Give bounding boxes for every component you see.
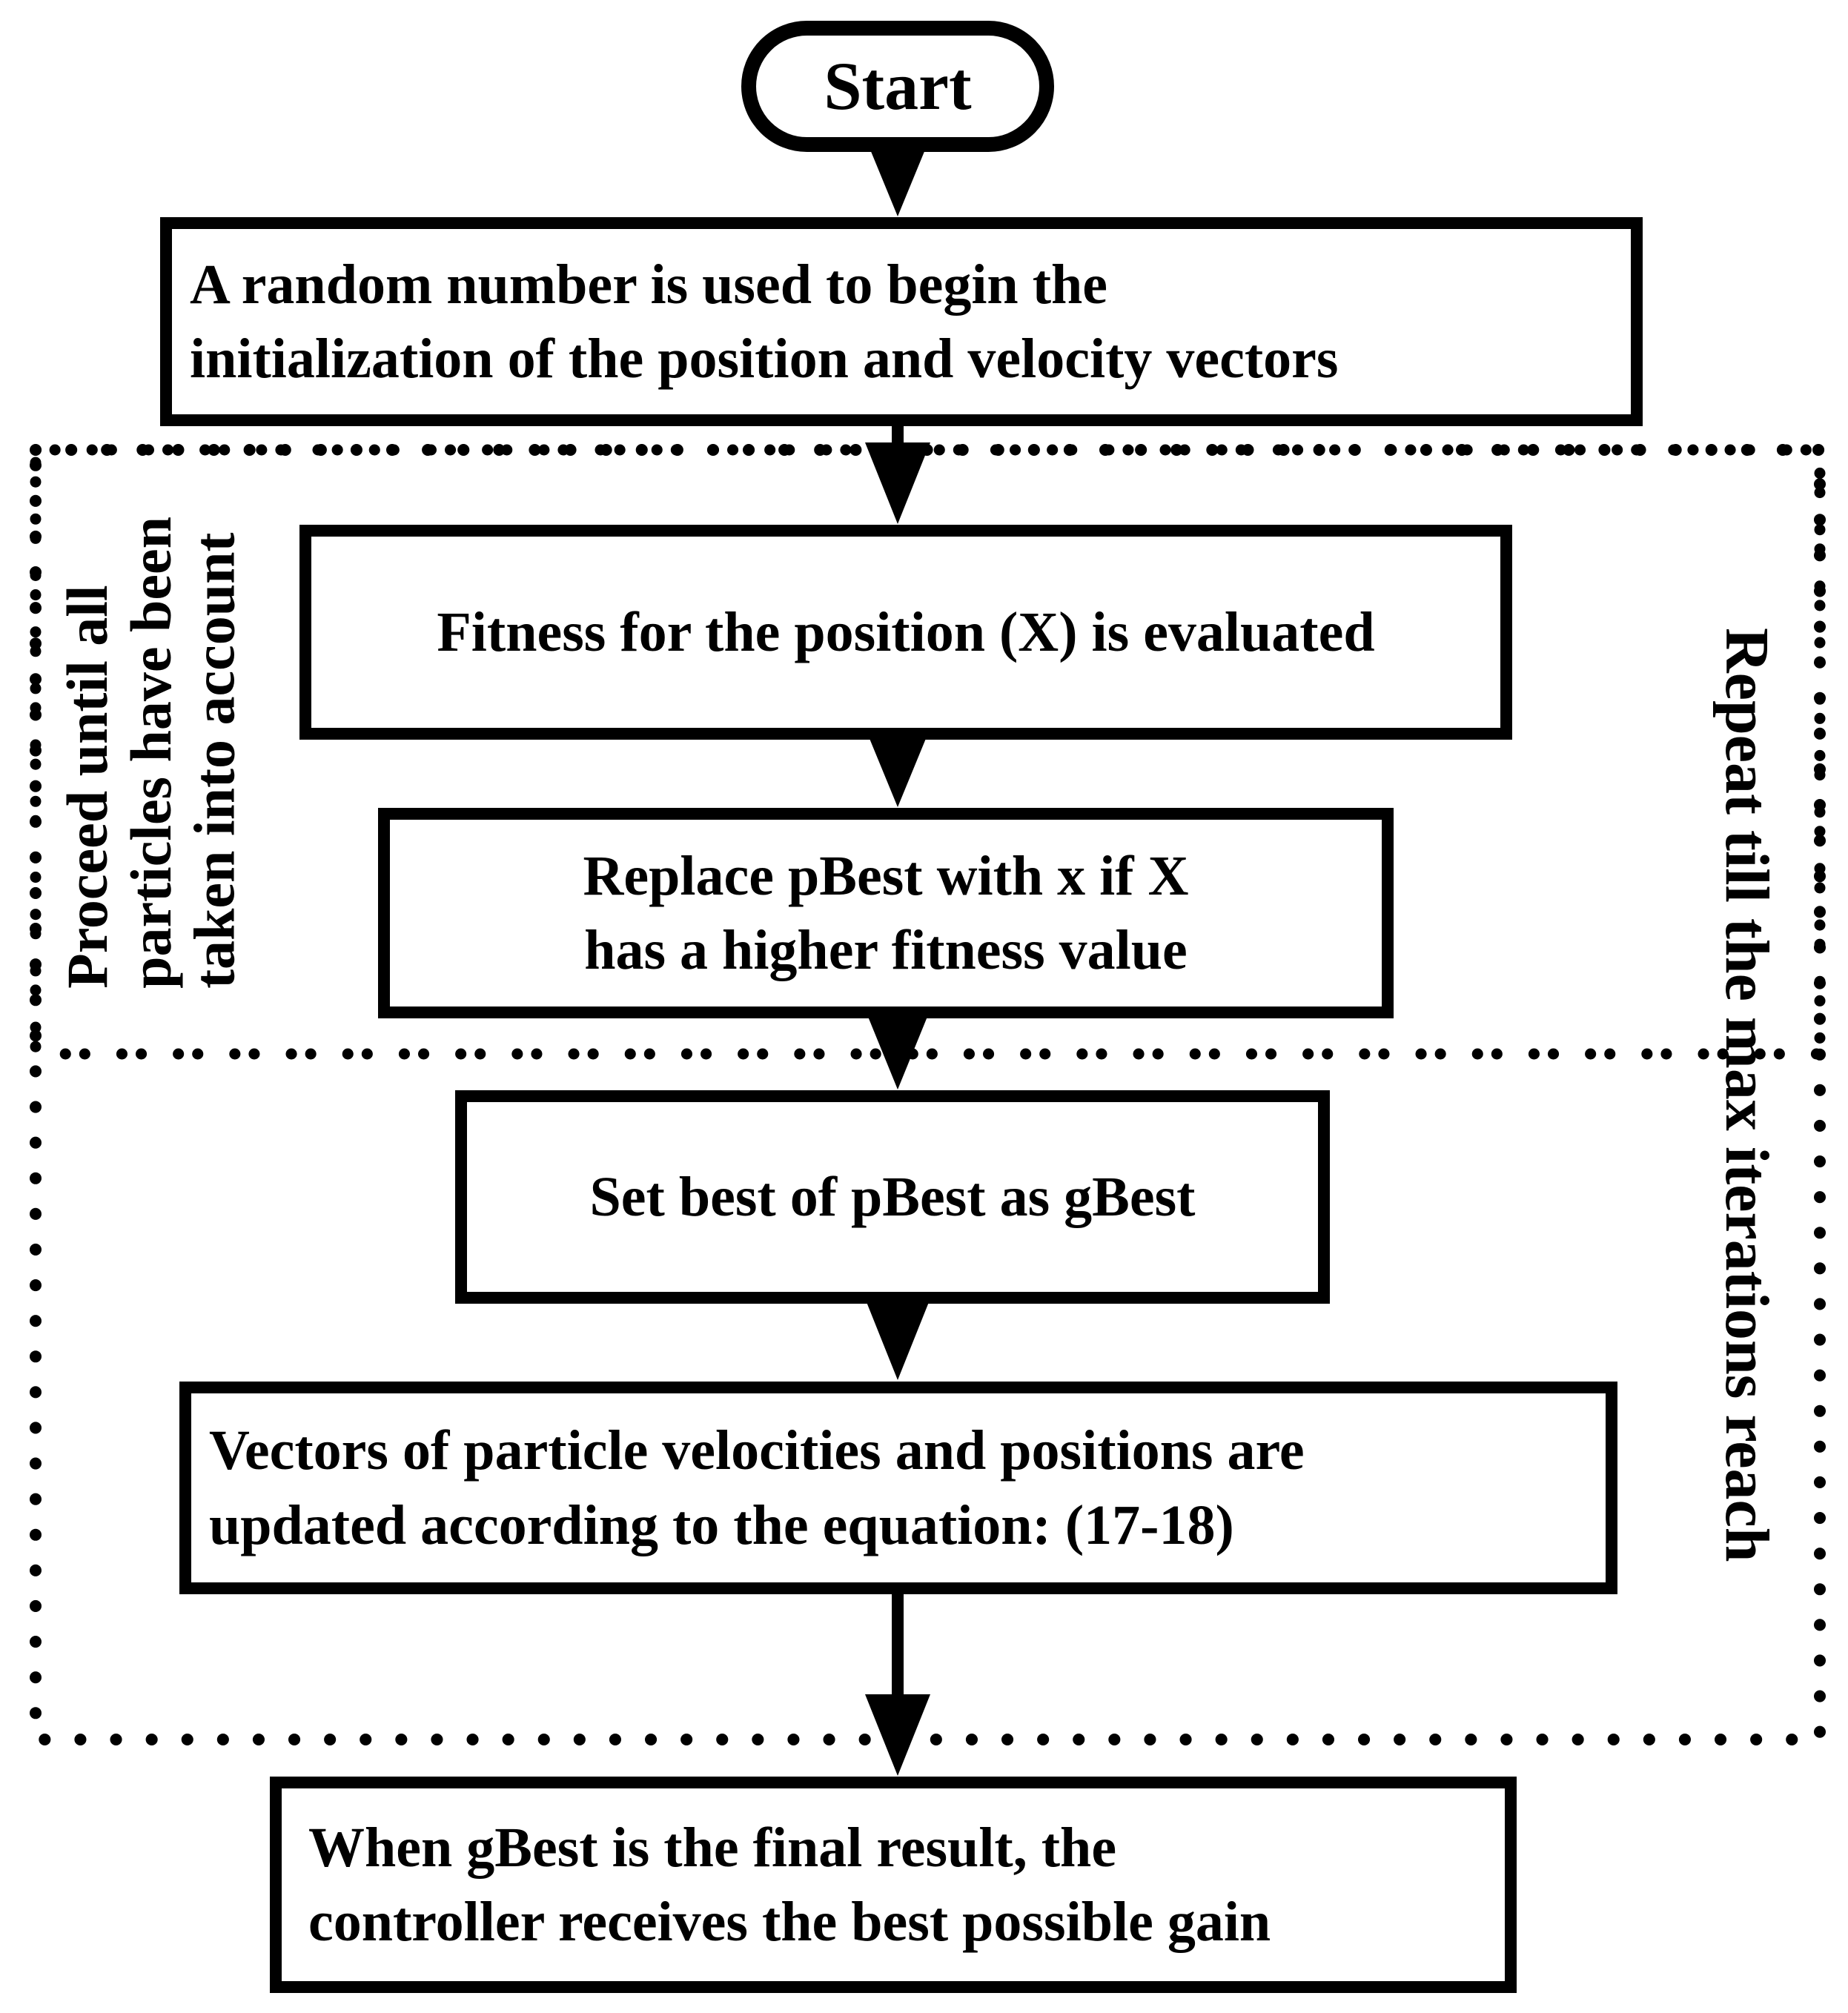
node-final-result: When gBest is the final result, the cont… bbox=[270, 1777, 1517, 1993]
label-proceed-until-all-particles: Proceed until all particles have been ta… bbox=[47, 456, 255, 1049]
label-repeat-till-max-iterations-text: Repeat till the max iterations reach bbox=[1712, 628, 1781, 1562]
node-init-label: A random number is used to begin the ini… bbox=[190, 253, 1339, 390]
arrow-update-to-final bbox=[865, 1594, 930, 1776]
node-update-vectors-label: Vectors of particle velocities and posit… bbox=[209, 1419, 1305, 1556]
node-fitness-label: Fitness for the position (X) is evaluate… bbox=[437, 600, 1375, 663]
label-repeat-till-max-iterations: Repeat till the max iterations reach bbox=[1680, 460, 1813, 1731]
node-init: A random number is used to begin the ini… bbox=[160, 217, 1643, 426]
node-set-gbest-label: Set best of pBest as gBest bbox=[589, 1165, 1196, 1228]
node-final-result-label: When gBest is the final result, the cont… bbox=[308, 1816, 1271, 1953]
node-start-label: Start bbox=[824, 47, 972, 124]
node-fitness: Fitness for the position (X) is evaluate… bbox=[299, 525, 1512, 740]
arrow-replace-to-setgbest bbox=[865, 1009, 930, 1090]
arrow-fitness-to-replace bbox=[865, 728, 930, 807]
arrow-init-to-fitness bbox=[865, 422, 930, 524]
arrow-setgbest-to-update bbox=[865, 1299, 930, 1380]
node-set-gbest: Set best of pBest as gBest bbox=[455, 1090, 1330, 1304]
node-replace-pbest-label: Replace pBest with x if X has a higher f… bbox=[583, 844, 1189, 981]
node-start: Start bbox=[741, 21, 1054, 152]
node-replace-pbest: Replace pBest with x if X has a higher f… bbox=[378, 808, 1394, 1018]
label-proceed-until-all-particles-text: Proceed until all particles have been ta… bbox=[55, 516, 247, 989]
node-update-vectors: Vectors of particle velocities and posit… bbox=[179, 1382, 1617, 1594]
